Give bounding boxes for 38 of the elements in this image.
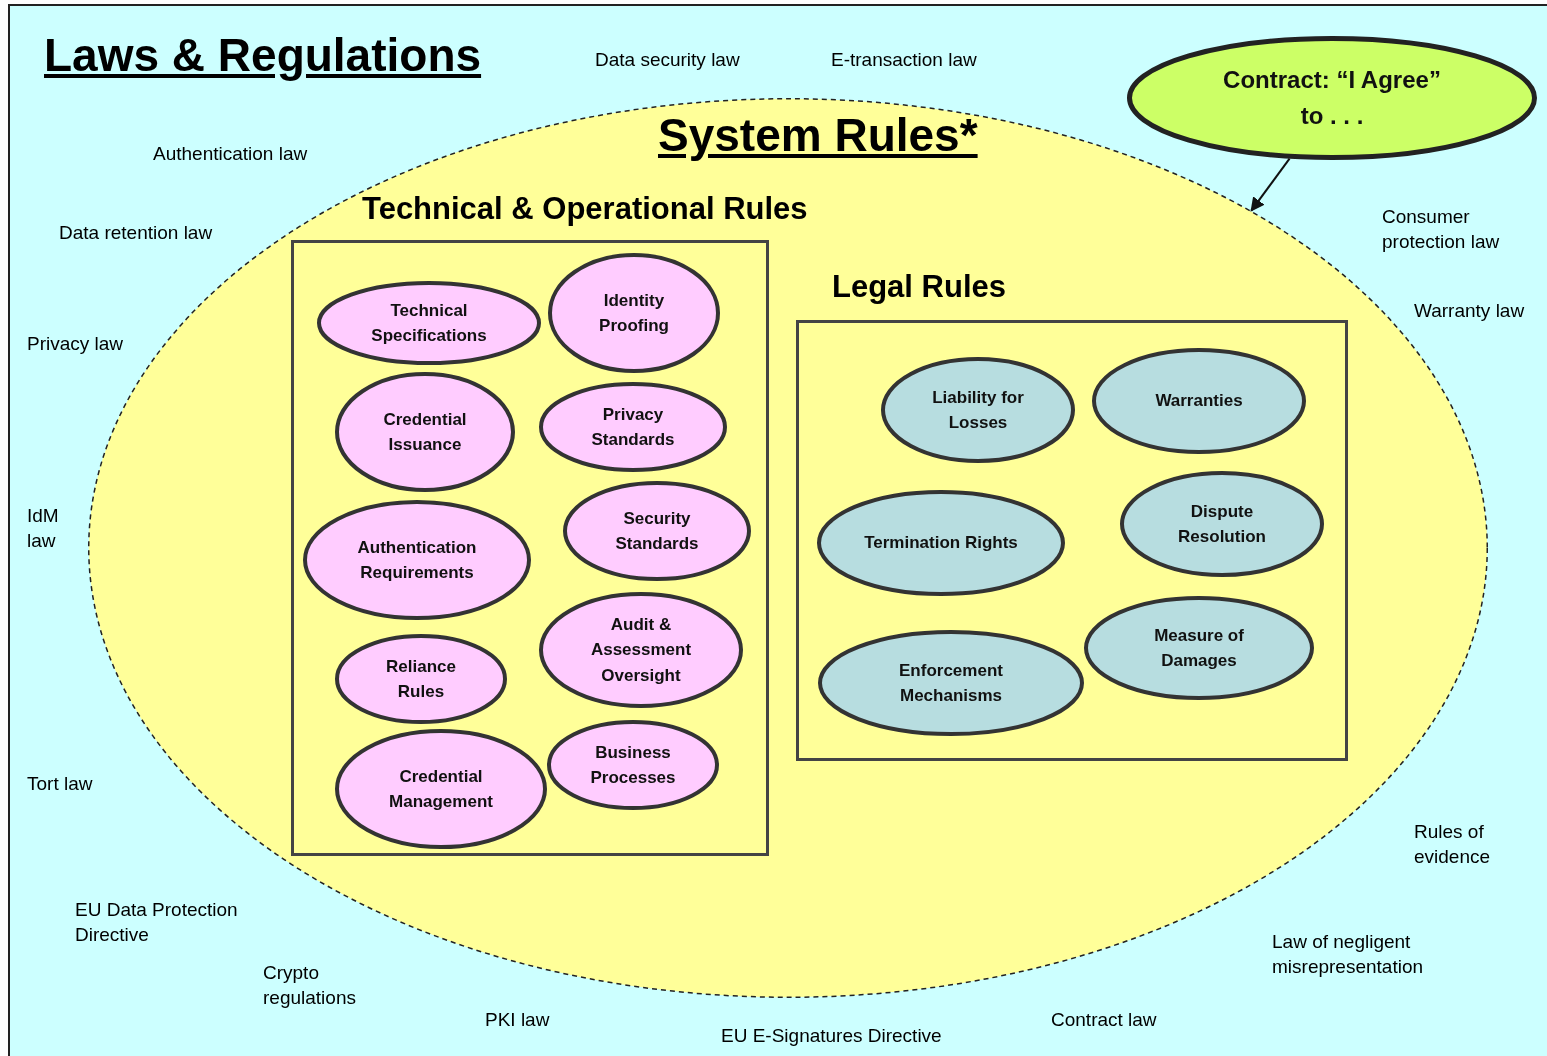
arrow <box>1250 157 1291 212</box>
ellipse-label: Reliance Rules <box>385 655 457 703</box>
ellipse-label: Authentication Requirements <box>356 536 478 584</box>
law-label: Rules of evidence <box>1414 820 1492 869</box>
ellipse-label: Measure of Damages <box>1153 624 1245 672</box>
law-label: Data security law <box>595 48 740 72</box>
law-label: Consumer protection law <box>1382 205 1501 254</box>
law-label: Privacy law <box>27 332 124 356</box>
law-label: EU Data Protection Directive <box>75 898 239 947</box>
diagram-title: Laws & Regulations <box>44 28 482 82</box>
law-label: Authentication law <box>153 142 308 166</box>
system-rules-heading: System Rules* <box>658 108 978 162</box>
ellipse-label: Privacy Standards <box>590 403 676 451</box>
ellipse-label: Dispute Resolution <box>1177 500 1267 548</box>
ellipse-label: Credential Issuance <box>382 408 468 456</box>
law-label: Law of negligent misrepresentation <box>1272 930 1425 979</box>
ellipse-label: Audit & Assessment Oversight <box>589 613 693 687</box>
law-label: Data retention law <box>59 221 213 245</box>
law-label: Tort law <box>27 772 93 796</box>
ellipse-label: Enforcement Mechanisms <box>898 659 1004 707</box>
law-label: IdM law <box>27 504 60 553</box>
ellipse-label: Business Processes <box>589 741 677 789</box>
law-label: EU E-Signatures Directive <box>721 1024 942 1048</box>
ellipse-label: Warranties <box>1155 390 1243 413</box>
ellipse-label: Credential Management <box>388 765 494 813</box>
ellipse-label: Identity Proofing <box>598 289 670 337</box>
ellipse-label: Technical Specifications <box>370 299 488 347</box>
panel-heading: Legal Rules <box>832 269 1006 305</box>
ellipse-label: Liability for Losses <box>931 386 1025 434</box>
panel-heading: Technical & Operational Rules <box>362 191 808 227</box>
law-label: Contract law <box>1051 1008 1157 1032</box>
law-label: Warranty law <box>1414 299 1525 323</box>
law-label: Crypto regulations <box>263 961 357 1010</box>
ellipse-label: Contract: “I Agree” to . . . <box>1222 65 1442 131</box>
ellipse-label: Security Standards <box>614 507 700 555</box>
law-label: PKI law <box>485 1008 550 1032</box>
law-label: E-transaction law <box>831 48 977 72</box>
ellipse-label: Termination Rights <box>864 532 1018 555</box>
